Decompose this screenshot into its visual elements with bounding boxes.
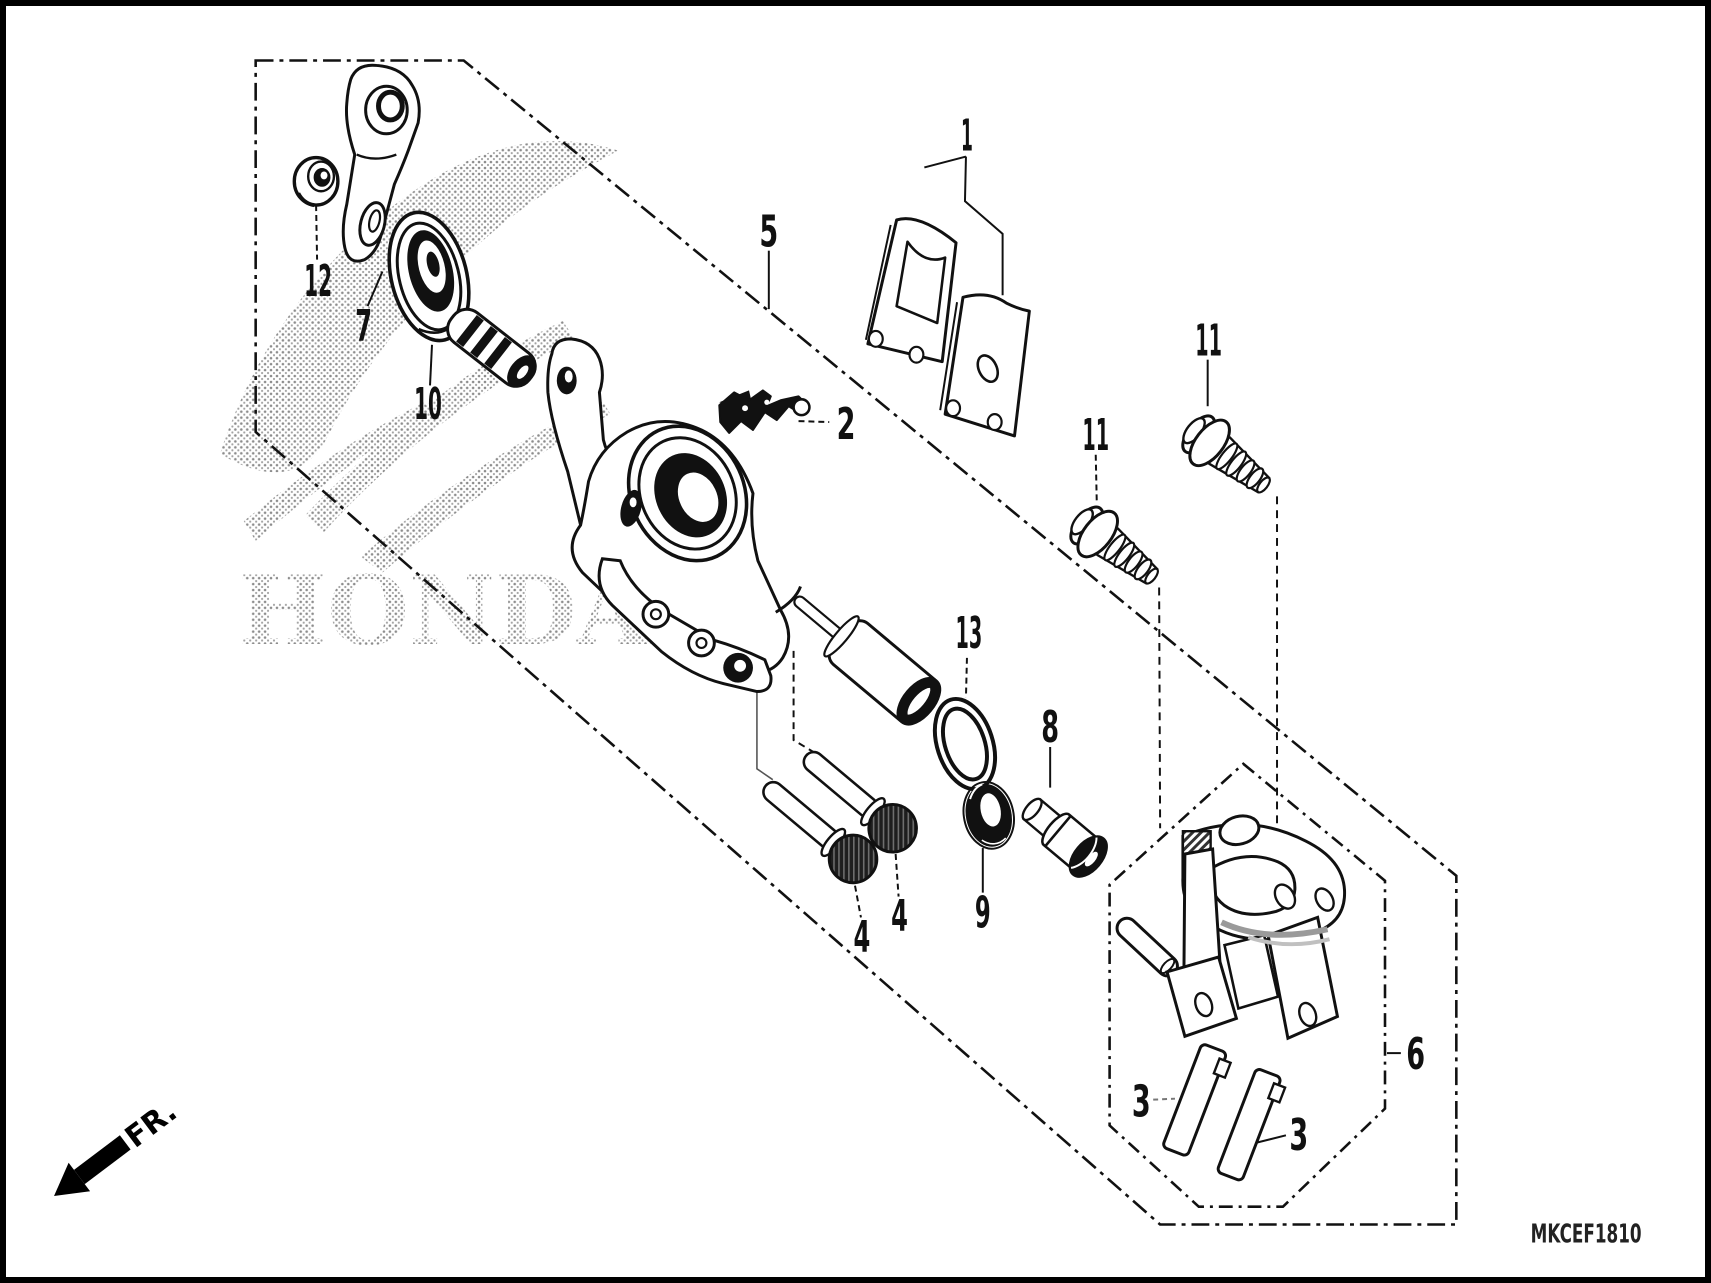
part-oring-13 bbox=[932, 696, 997, 792]
part-boot-10 bbox=[387, 210, 471, 343]
callout-9-label: 9 bbox=[975, 888, 991, 938]
part-bolt-11-left bbox=[1069, 505, 1159, 585]
part-slide-pin-4a bbox=[762, 780, 879, 885]
callout-3-right-label: 3 bbox=[1289, 1111, 1308, 1161]
pin-sleeve bbox=[446, 307, 537, 388]
part-lever-arm-7 bbox=[341, 63, 421, 263]
part-nut-12 bbox=[292, 155, 340, 208]
diagram-code-label: MKCEF1810 bbox=[1531, 1219, 1642, 1249]
callout-6-label: 6 bbox=[1406, 1030, 1425, 1080]
part-brake-pads-1 bbox=[864, 217, 1031, 438]
parts-diagram-canvas: HONDA bbox=[54, 59, 1642, 1249]
callout-5-label: 5 bbox=[759, 208, 778, 258]
callout-2-label: 2 bbox=[837, 400, 856, 450]
honda-text-watermark: HONDA bbox=[238, 556, 650, 667]
callout-11-left-label: 11 bbox=[1082, 411, 1109, 461]
part-caliper-body bbox=[546, 337, 802, 694]
bracket-6-boundary bbox=[1108, 762, 1387, 1208]
part-piston bbox=[793, 595, 942, 726]
part-bracket-6 bbox=[1115, 814, 1346, 1041]
part-pad-shim-3b bbox=[1216, 1068, 1287, 1182]
callout-4-left-label: 4 bbox=[854, 913, 871, 963]
part-slide-pin-4b bbox=[802, 750, 918, 854]
callout-labels: 1 2 3 3 4 4 5 6 7 8 9 10 11 11 12 13 bbox=[304, 112, 1425, 1162]
callout-7-label: 7 bbox=[355, 302, 372, 352]
part-bolt-11-right bbox=[1181, 414, 1271, 494]
part-pin-boot-8 bbox=[1021, 797, 1108, 878]
callout-12-label: 12 bbox=[304, 257, 332, 307]
part-pad-spring-2 bbox=[718, 389, 811, 434]
callout-1-label: 1 bbox=[961, 112, 973, 162]
callout-3-left-label: 3 bbox=[1132, 1078, 1151, 1128]
assembly-5-boundary bbox=[254, 59, 1458, 1226]
part-pad-shim-3a bbox=[1162, 1043, 1233, 1157]
callout-11-right-label: 11 bbox=[1195, 317, 1222, 367]
callout-10-label: 10 bbox=[414, 380, 442, 430]
fr-direction-arrow: FR. bbox=[54, 1094, 184, 1197]
callout-4-right-label: 4 bbox=[891, 892, 908, 942]
callout-8-label: 8 bbox=[1041, 703, 1059, 753]
part-seal-9 bbox=[962, 781, 1015, 850]
leader-lines bbox=[315, 155, 1401, 1145]
callout-13-label: 13 bbox=[956, 609, 983, 659]
fr-label: FR. bbox=[119, 1094, 184, 1155]
